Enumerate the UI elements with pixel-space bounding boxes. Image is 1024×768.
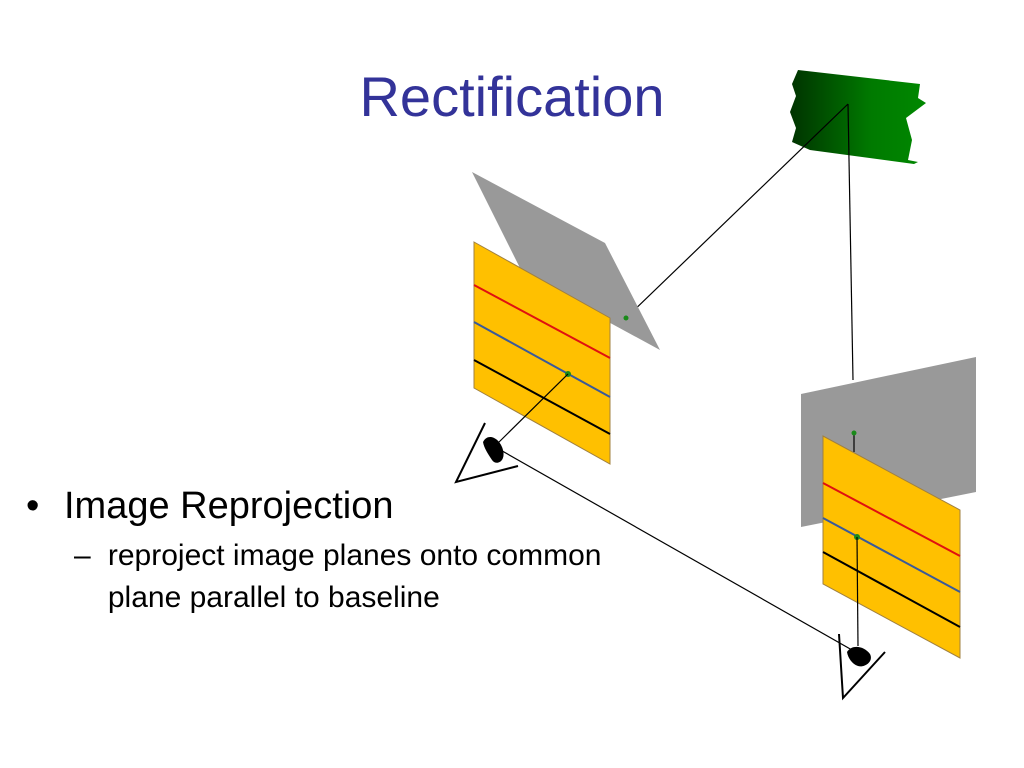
bullet-item: • Image Reprojection [26,483,626,529]
bullet-marker: • [26,485,40,527]
left-epipolar-line-red [473,284,611,359]
right-epipolar-line-black [822,551,961,628]
sub-bullet-marker: – [74,539,91,572]
left-epipolar-line-black [473,359,611,435]
scene-object [790,70,926,164]
right-original-point [851,430,857,436]
right-epipolar-line-blue [822,517,961,593]
slide-title: Rectification [359,65,665,128]
right-eye-icon [838,633,886,701]
ray-right-upper [847,103,854,381]
left-epipolar-line-blue [473,321,611,398]
right-epipolar-line-red [822,482,961,557]
left-rectified-plane [473,241,611,465]
sub-bullet-text: reproject image planes onto common plane… [107,539,602,614]
left-original-plane [472,172,660,350]
ray-right-lower [856,536,859,647]
bullet-text: Image Reprojection [64,485,394,527]
ray-left-upper [625,103,849,319]
sub-bullet-item: – reproject image planes onto common pla… [74,535,626,619]
left-eye-icon [454,422,519,484]
baseline [496,447,853,651]
bullet-list: • Image Reprojection – reproject image p… [26,483,626,619]
ray-left-lower [496,373,569,445]
left-original-point [623,315,629,321]
